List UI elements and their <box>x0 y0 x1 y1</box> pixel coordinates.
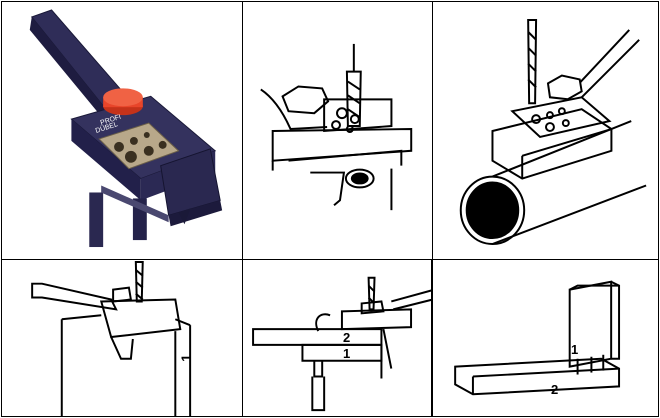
panel-sketch-top-middle <box>242 1 433 260</box>
bottom-middle-mark-1: 1 <box>343 346 351 361</box>
corner-joint-sketch <box>252 276 431 412</box>
bottom-left-mark: 1 <box>177 354 194 362</box>
panel-sketch-bottom-middle: 2 1 <box>242 259 432 417</box>
t-joint-sketch <box>454 280 621 396</box>
panel-sketch-bottom-right: 1 2 <box>432 259 659 417</box>
panel-photo: DÜBEL PROFI <box>1 1 243 260</box>
bottom-right-mark-2: 2 <box>551 382 559 397</box>
bottom-middle-mark-2: 2 <box>343 330 351 345</box>
drill-guide-sketch <box>260 43 413 211</box>
panel-sketch-bottom-left: 1 <box>1 259 243 417</box>
pipe-drilling-sketch <box>459 18 647 245</box>
bottom-right-mark-1: 1 <box>571 342 579 357</box>
panel-sketch-top-right <box>432 1 659 260</box>
dowel-jig-photo: DÜBEL PROFI <box>29 9 223 248</box>
board-edge-sketch <box>31 260 192 416</box>
